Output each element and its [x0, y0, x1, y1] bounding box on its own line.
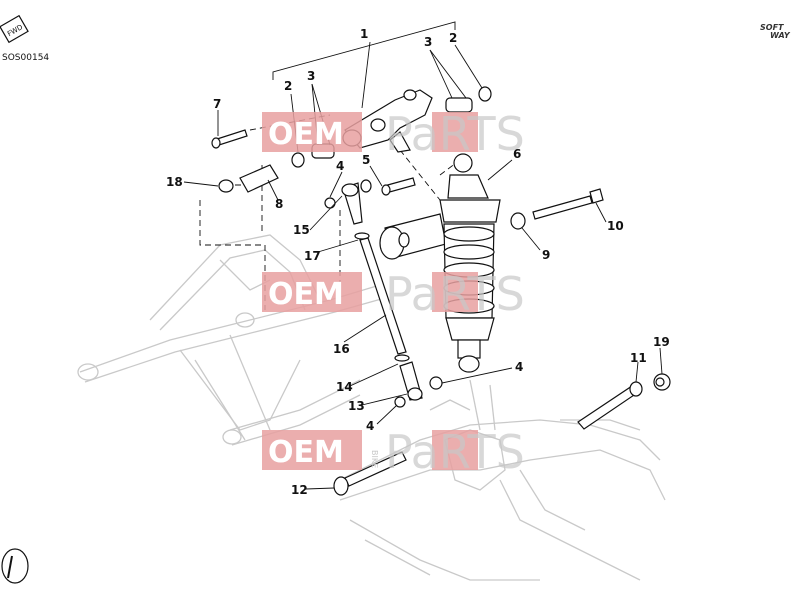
- watermark-bike-3: BIKE: [370, 450, 379, 468]
- callout-labels: 1 2 2 3 3 4 4 4 5 6 7 8 9 10 11 12 13 14…: [166, 27, 670, 497]
- callout-7: 7: [213, 97, 221, 111]
- callout-1-bracket: [272, 21, 456, 80]
- watermark-parts-1: PaRTS: [385, 107, 525, 161]
- watermark-oem-2: OEM: [268, 277, 344, 312]
- callout-17: 17: [304, 249, 321, 263]
- callout-16: 16: [333, 342, 350, 356]
- tie-rod: [341, 182, 423, 408]
- nut-19: [653, 373, 671, 391]
- corner-badge-icon: [1, 548, 29, 584]
- bolt-7: [211, 129, 248, 149]
- callout-3-right: 3: [424, 35, 432, 49]
- callout-2-right: 2: [449, 31, 457, 45]
- callout-13: 13: [348, 399, 365, 413]
- callout-1: 1: [360, 27, 368, 41]
- callout-8: 8: [275, 197, 283, 211]
- callout-6: 6: [513, 147, 521, 161]
- bolt-12: [333, 451, 407, 496]
- callout-2-left: 2: [284, 79, 292, 93]
- watermark-bottom: OEM BIKE PaRTS: [262, 425, 525, 479]
- callout-19: 19: [653, 335, 670, 349]
- callout-11: 11: [630, 351, 647, 365]
- bolt-10: [532, 188, 604, 220]
- diagram-code: SOS00154: [2, 53, 49, 63]
- softway-logo-icon: SOFT WAY: [760, 23, 791, 40]
- softway-logo-line1: SOFT: [760, 23, 784, 32]
- watermark-parts-2: PaRTS: [385, 267, 525, 321]
- softway-logo-line2: WAY: [770, 31, 791, 40]
- callout-3-left: 3: [307, 69, 315, 83]
- fwd-logo-icon: FWD: [0, 14, 29, 44]
- callout-4-top: 4: [336, 159, 344, 173]
- callout-15: 15: [293, 223, 310, 237]
- callout-4-bottom: 4: [366, 419, 374, 433]
- callout-10: 10: [607, 219, 624, 233]
- callout-12: 12: [291, 483, 308, 497]
- watermark-middle: OEM PaRTS: [262, 267, 525, 321]
- watermark-top: OEM PaRTS: [262, 107, 525, 161]
- callout-5: 5: [362, 153, 370, 167]
- callout-18: 18: [166, 175, 183, 189]
- frame-outline: [77, 234, 666, 581]
- bolt-11: [577, 381, 643, 430]
- callout-14: 14: [336, 380, 353, 394]
- watermark-oem-3: OEM: [268, 435, 344, 470]
- watermark-oem-1: OEM: [268, 117, 344, 152]
- spacer-sleeve: [218, 164, 279, 193]
- bolt-5: [324, 177, 416, 209]
- callout-4-right: 4: [515, 360, 523, 374]
- watermark-parts-3: PaRTS: [385, 425, 525, 479]
- callout-9: 9: [542, 248, 550, 262]
